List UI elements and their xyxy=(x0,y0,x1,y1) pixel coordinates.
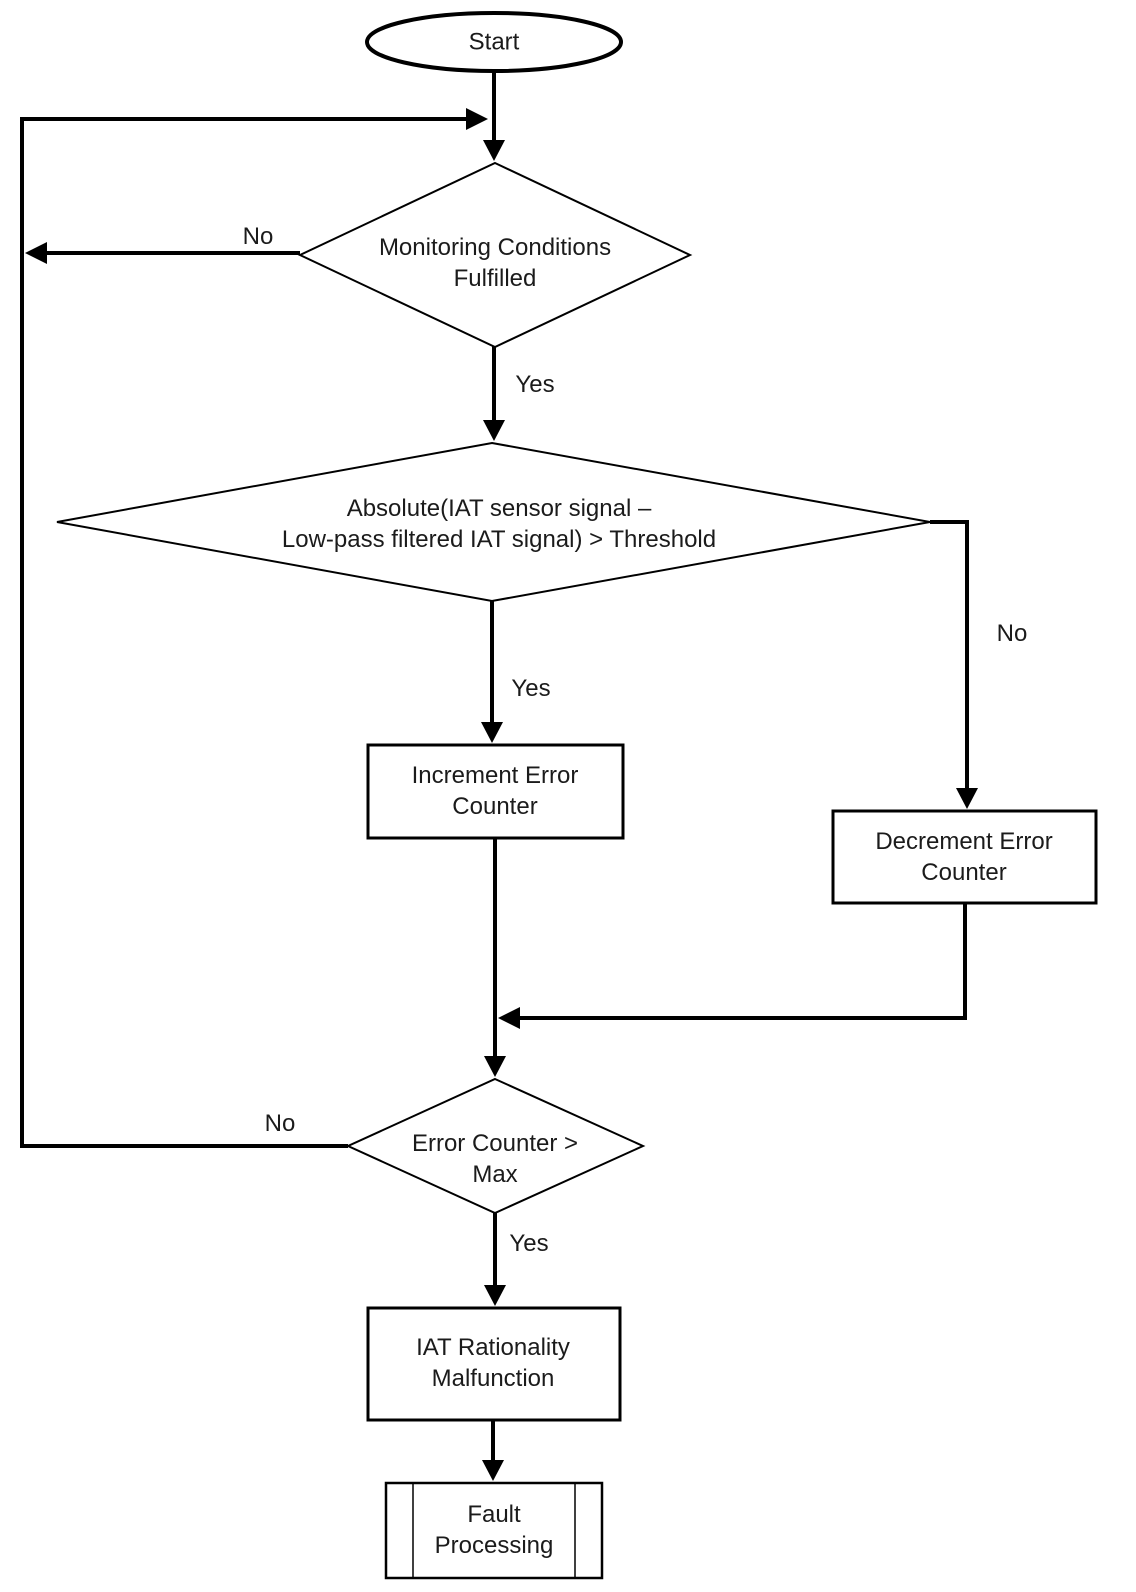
absolute-decision-label: Absolute(IAT sensor signal – Low-pass fi… xyxy=(282,493,716,555)
error-counter-line1: Error Counter > xyxy=(411,1130,579,1157)
error-counter-line2: Max xyxy=(472,1161,518,1188)
decrement-process-shape xyxy=(831,809,1098,905)
arrow-into-monitoring xyxy=(483,140,505,161)
start-label-text: Start xyxy=(468,28,520,56)
arrowheads xyxy=(25,108,978,1481)
arrow-into-increment xyxy=(481,722,503,743)
error-counter-decision-shape xyxy=(345,1077,646,1215)
start-label: Start xyxy=(469,27,520,58)
arrow-into-fault xyxy=(482,1460,504,1481)
error-counter-decision-label: Error Counter > Max xyxy=(412,1128,578,1190)
decrement-process-label: Decrement Error Counter xyxy=(875,826,1052,888)
increment-process-shape xyxy=(366,743,625,840)
malfunction-process-shape xyxy=(366,1306,622,1422)
fault-process-label: Fault Processing xyxy=(435,1499,554,1561)
increment-line2: Counter xyxy=(452,793,538,820)
monitoring-line2: Fulfilled xyxy=(453,265,537,292)
monitoring-decision-label: Monitoring Conditions Fulfilled xyxy=(379,232,611,294)
decrement-line1: Decrement Error xyxy=(875,828,1053,855)
edge-label-monitoring-no: No xyxy=(242,223,274,250)
monitoring-decision-shape xyxy=(297,161,693,349)
fault-predefined-process-shape xyxy=(384,1481,604,1580)
absolute-decision-shape xyxy=(56,441,931,603)
arrow-monitoring-no-into-loop xyxy=(25,242,47,264)
fault-line2: Processing xyxy=(434,1532,554,1559)
malfunction-line2: Malfunction xyxy=(431,1365,555,1392)
edge-label-absolute-yes: Yes xyxy=(511,675,551,702)
increment-line1: Increment Error xyxy=(411,762,579,789)
edge-absolute-no xyxy=(930,520,969,788)
edge-decrement-out xyxy=(519,903,967,1020)
edge-label-absolute-no: No xyxy=(996,620,1028,647)
absolute-line2: Low-pass filtered IAT signal) > Threshol… xyxy=(281,526,717,553)
arrow-into-absolute xyxy=(483,420,505,441)
arrow-into-error-counter xyxy=(484,1056,506,1077)
increment-process-label: Increment Error Counter xyxy=(412,760,579,822)
arrow-decrement-merge xyxy=(498,1007,520,1029)
flow-lines xyxy=(20,70,969,1460)
monitoring-line1: Monitoring Conditions xyxy=(378,234,612,261)
absolute-line1: Absolute(IAT sensor signal – xyxy=(346,495,652,522)
malfunction-process-label: IAT Rationality Malfunction xyxy=(416,1332,570,1394)
edge-label-error-counter-yes: Yes xyxy=(509,1230,549,1257)
start-terminator-shape xyxy=(365,11,623,73)
fault-line1: Fault xyxy=(467,1501,521,1528)
edge-label-error-counter-no: No xyxy=(264,1110,296,1137)
arrow-into-malfunction xyxy=(484,1285,506,1306)
arrow-loop-into-mainline xyxy=(466,108,488,130)
edge-label-monitoring-yes: Yes xyxy=(515,371,555,398)
malfunction-line1: IAT Rationality xyxy=(416,1334,570,1361)
fault-outer-rect xyxy=(384,1481,604,1580)
arrow-into-decrement xyxy=(956,788,978,809)
decrement-line2: Counter xyxy=(921,859,1007,886)
